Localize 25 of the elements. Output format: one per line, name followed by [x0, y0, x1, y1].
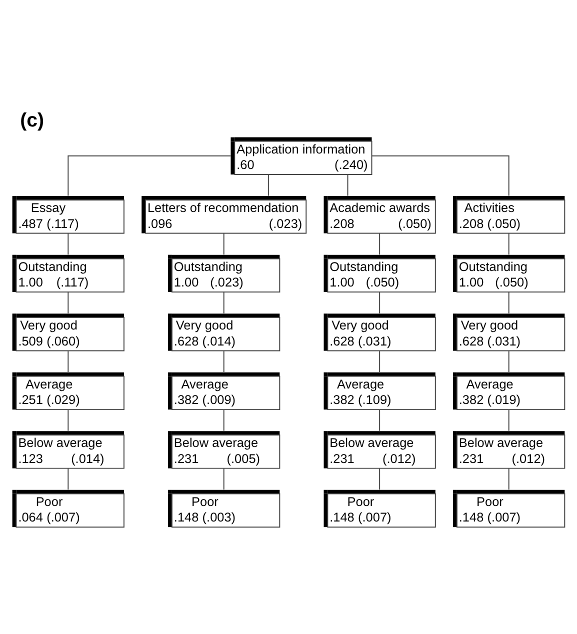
- connector: [508, 232, 510, 255]
- connector: [508, 291, 510, 314]
- connector: [68, 350, 69, 372]
- connector: [68, 232, 69, 255]
- connector: [379, 350, 380, 372]
- connector: [371, 154, 510, 196]
- connector: [508, 408, 510, 431]
- connector: [223, 408, 224, 431]
- connector: [223, 350, 224, 372]
- connector: [223, 291, 224, 314]
- connector: [379, 468, 380, 490]
- connector: [379, 291, 380, 314]
- connector: [223, 232, 224, 255]
- connector: [379, 232, 380, 255]
- connector: [68, 291, 69, 314]
- connector: [347, 174, 348, 196]
- connector: [223, 468, 224, 490]
- diagram-title: (c): [20, 109, 44, 132]
- connector: [68, 408, 69, 431]
- connector: [68, 154, 232, 196]
- connector: [68, 468, 69, 490]
- connector: [508, 350, 510, 372]
- connector: [508, 468, 510, 490]
- connector: [268, 174, 269, 196]
- connector: [379, 408, 380, 431]
